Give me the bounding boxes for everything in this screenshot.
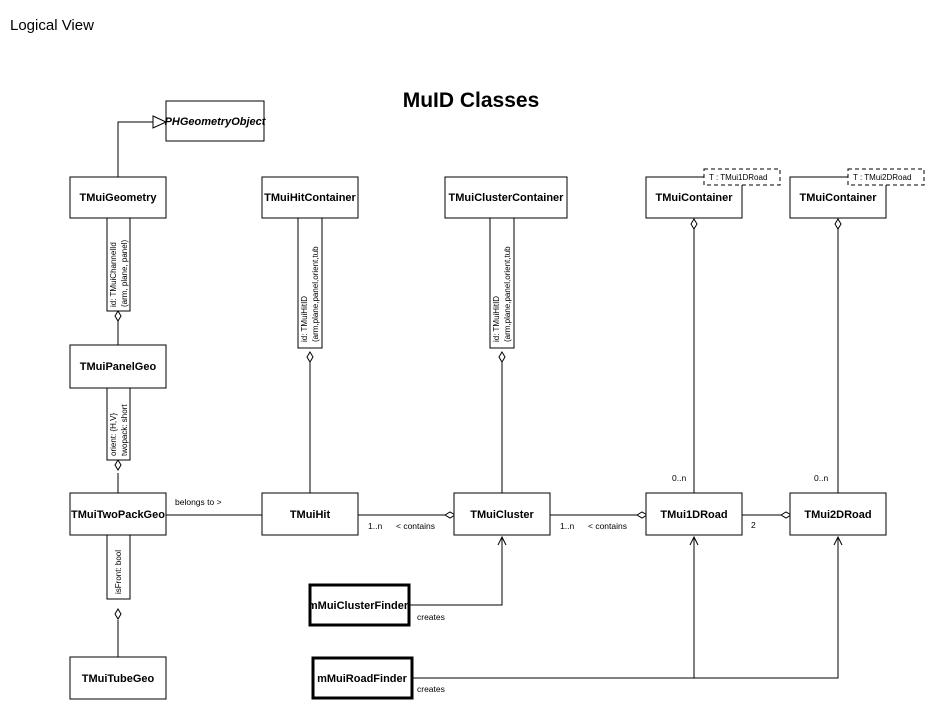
roadfinder-road2d-dependency: [412, 537, 839, 679]
diagram-title: MuID Classes: [403, 89, 540, 112]
clusterfinder-arrowhead: [497, 535, 507, 546]
road-2d-class: [789, 492, 887, 536]
cluster-finder-creates-label: creates: [417, 612, 445, 622]
panel-qualifier-line2: twopack: short: [120, 404, 129, 456]
hit-multiplicity: 1..n: [368, 521, 382, 531]
clusterfinder-cluster-dependency: [409, 537, 503, 606]
container-2d-template-param: [847, 168, 925, 186]
twopack-aggregation-diamond: [114, 608, 122, 620]
panel-geo-name: TMuiPanelGeo: [80, 361, 157, 373]
hit-contains-label: < contains: [396, 521, 435, 531]
hitcontainer-aggregation-diamond: [306, 351, 314, 363]
two-pack-geo-class: [69, 492, 167, 536]
clustercontainer-qualifier-line2: (arm,plane,panel,orient,tub: [503, 246, 512, 342]
hitcontainer-qualifier-line1: id: TMuiHitID: [300, 296, 309, 342]
clustercontainer-qualifier-box: [489, 217, 515, 349]
ph-geometry-object-name: PHGeometryObject: [165, 116, 267, 128]
clustercontainer-qualifier-line1: id: TMuiHitID: [492, 296, 501, 342]
hit-name: TMuiHit: [290, 509, 331, 521]
road2d-container-multiplicity: 0..n: [814, 473, 828, 483]
container1d-aggregation-diamond: [690, 218, 698, 230]
road1d-arrowhead: [689, 535, 699, 546]
cluster-finder-class: [308, 583, 411, 627]
container-1d-template-label: T : TMui1DRoad: [709, 173, 767, 182]
hit-container-class: [261, 176, 359, 219]
two-pack-geo-name: TMuiTwoPackGeo: [71, 509, 165, 521]
road-finder-class: [311, 656, 414, 700]
cluster-finder-name: mMuiClusterFinder: [308, 600, 409, 612]
tube-geo-name: TMuiTubeGeo: [82, 673, 155, 685]
cluster-container-class: [444, 176, 568, 219]
geometry-qualifier-line2: (arm, plane, panel): [120, 240, 129, 307]
geometry-class: [69, 176, 167, 219]
cluster-contains-label: < contains: [588, 521, 627, 531]
road2d-arrowhead: [833, 535, 843, 546]
road-1d-class: [645, 492, 743, 536]
ph-geometry-object-class: [165, 100, 265, 142]
road-finder-creates-label: creates: [417, 684, 445, 694]
container2d-aggregation-diamond: [834, 218, 842, 230]
road2d-multiplicity: 2: [751, 520, 756, 530]
panel-qualifier-line1: orient: {H,V}: [109, 413, 118, 456]
panel-geo-class: [69, 344, 167, 389]
tube-geo-class: [69, 656, 167, 700]
container-2d-class: [789, 176, 887, 219]
twopack-qualifier-line1: isFront: bool: [114, 550, 123, 594]
cluster-class: [453, 492, 551, 536]
hitcontainer-qualifier-box: [297, 217, 323, 349]
geometry-qualifier-line1: id: TMuiChannelId: [109, 242, 118, 307]
road-1d-name: TMui1DRoad: [660, 509, 727, 521]
generalization-arrowhead: [152, 115, 168, 129]
container-2d-template-label: T : TMui2DRoad: [853, 173, 911, 182]
view-title: Logical View: [10, 17, 94, 34]
generalization-line: [117, 121, 153, 177]
geometry-name: TMuiGeometry: [79, 192, 157, 204]
road-2d-name: TMui2DRoad: [804, 509, 871, 521]
hitcontainer-qualifier-line2: (arm,plane,panel,orient,tub: [311, 246, 320, 342]
belongs-to-label: belongs to >: [175, 497, 222, 507]
container-1d-template-param: [703, 168, 781, 186]
cluster-multiplicity: 1..n: [560, 521, 574, 531]
container-1d-name: TMuiContainer: [656, 192, 734, 204]
cluster-name: TMuiCluster: [470, 509, 534, 521]
road1d-container-multiplicity: 0..n: [672, 473, 686, 483]
cluster-container-name: TMuiClusterContainer: [449, 192, 565, 204]
panel-aggregation-diamond: [114, 459, 122, 471]
geometry-aggregation-diamond: [114, 310, 122, 322]
hit-class: [261, 492, 359, 536]
container-2d-name: TMuiContainer: [800, 192, 878, 204]
clustercontainer-aggregation-diamond: [498, 351, 506, 363]
road-finder-name: mMuiRoadFinder: [317, 673, 408, 685]
hit-container-name: TMuiHitContainer: [264, 192, 356, 204]
